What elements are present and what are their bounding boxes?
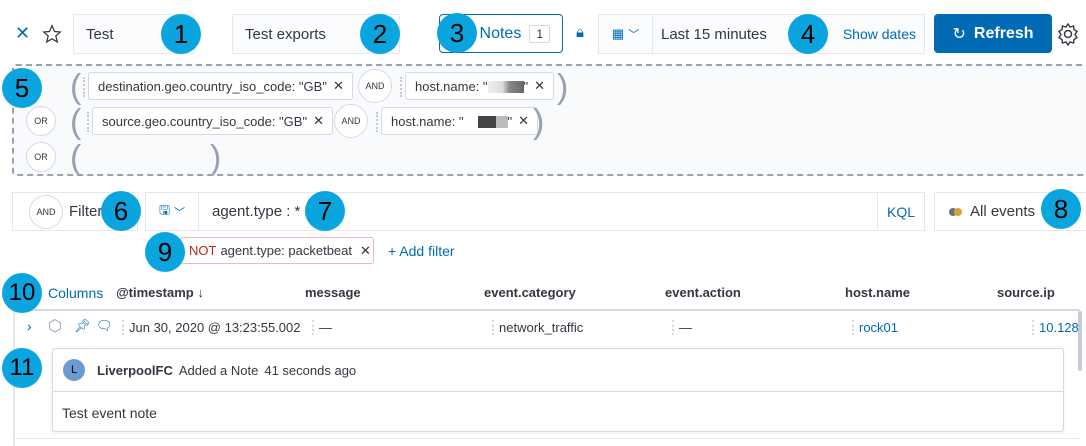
callout-4: 4 [788,14,828,54]
group-close-paren: ) [557,68,569,106]
star-icon[interactable] [42,24,62,44]
empty-group-open-paren: ( [70,139,82,177]
note-card: L LiverpoolFC Added a Note 41 seconds ag… [52,348,1064,432]
provider-pill[interactable]: source.geo.country_iso_code: "GB" ✕ [87,107,333,135]
cell-event-category: network_traffic [492,320,583,335]
note-header: L LiverpoolFC Added a Note 41 seconds ag… [53,349,1063,392]
close-icon[interactable]: ✕ [15,23,31,43]
show-dates-link[interactable]: Show dates [842,26,916,42]
close-icon[interactable]: ✕ [534,78,546,93]
expand-chevron-icon[interactable]: › [27,318,32,334]
chevron-down-icon: ﹀ [174,206,186,219]
column-header-host-name[interactable]: host.name [845,285,911,300]
cell-source-ip[interactable]: 10.128. [1032,320,1082,335]
event-type-icon [949,207,962,216]
filter-pill[interactable]: NOT agent.type: packetbeat ✕ [180,237,374,264]
event-type-label: All events [970,203,1036,220]
or-badge: OR [26,142,56,172]
group-open-paren: ( [70,103,82,141]
cell-host-name[interactable]: rock01 [852,320,898,335]
query-input[interactable]: agent.type : * [212,203,301,220]
close-icon[interactable]: ✕ [313,113,324,128]
lock-icon[interactable]: 🔒︎ [576,24,584,41]
gear-icon[interactable] [1056,22,1080,46]
group-close-paren: ) [533,103,545,141]
callout-7: 7 [305,191,345,231]
close-icon[interactable]: ✕ [360,242,371,258]
close-icon[interactable]: ✕ [518,113,530,128]
callout-6: 6 [101,191,141,231]
row-bottom-divider [14,438,1080,439]
scrollbar[interactable] [1078,311,1082,371]
save-icon: 🖫︎ [158,201,171,217]
chevron-down-icon: ﹀ [628,29,640,41]
provider-label: source.geo.country_iso_code: "GB" [102,113,308,129]
calendar-icon: ▦ [611,26,625,41]
group-open-paren: ( [70,68,82,106]
cell-timestamp: Jun 30, 2020 @ 13:23:55.002 [122,320,301,335]
empty-group-close-paren: ) [210,139,222,177]
callout-1: 1 [161,14,201,54]
avatar: L [63,359,85,381]
provider-label: destination.geo.country_iso_code: "GB" [98,78,327,94]
negate-label: NOT [189,243,217,258]
callout-8: 8 [1041,189,1081,229]
event-type-select[interactable]: All events [934,192,1086,231]
callout-10: 10 [2,273,42,313]
date-picker[interactable]: ▦﹀ Last 15 minutes Show dates [598,14,925,54]
note-body: Test event note [62,405,157,421]
close-icon[interactable]: ✕ [332,78,344,93]
column-header-event-category[interactable]: event.category [484,285,576,300]
time-range: Last 15 minutes [661,25,767,43]
quick-select-button[interactable]: ▦﹀ [599,15,653,53]
query-bar[interactable]: 🖫︎﹀ agent.type : * KQL [145,192,925,231]
or-badge: OR [26,106,56,136]
callout-9: 9 [145,232,185,272]
column-header-source-ip[interactable]: source.ip [997,285,1055,300]
and-badge: AND [334,104,368,138]
sort-descending-icon: ↓ [197,285,204,300]
note-author: LiverpoolFC [97,362,173,378]
note-action: Added a Note [178,362,259,378]
and-badge: AND [29,194,63,229]
filter-label: Filter [69,203,103,220]
kql-button[interactable]: KQL [876,193,924,230]
add-filter-link[interactable]: + Add filter [388,243,455,259]
callout-11: 11 [2,348,42,388]
saved-query-button[interactable]: 🖫︎﹀ [146,193,199,230]
title-value: Test [86,25,114,43]
refresh-icon: ↻ [952,25,966,43]
callout-2: 2 [360,14,400,54]
callout-5: 5 [2,68,42,108]
notes-count: 1 [529,24,550,43]
pin-icon[interactable]: 📌︎ [74,318,91,333]
cell-event-action: — [672,320,692,335]
filter-label: agent.type: packetbeat [220,243,352,258]
provider-pill[interactable]: destination.geo.country_iso_code: "GB" ✕ [83,72,353,100]
hexagon-icon[interactable]: ⬡ [48,318,62,335]
provider-label: host.name: "" [391,113,513,129]
callout-3: 3 [437,13,477,53]
header-divider [14,309,1080,311]
refresh-label: Refresh [973,24,1034,42]
provider-pill[interactable]: host.name: "" ✕ [399,72,555,100]
description-value: Test exports [245,25,326,43]
cell-message: — [312,320,332,335]
refresh-button[interactable]: ↻ Refresh [934,14,1052,53]
filter-operator-box: AND Filter [12,192,138,231]
comment-icon[interactable]: 🗨︎ [96,318,113,333]
column-header-event-action[interactable]: event.action [665,285,741,300]
note-time: 41 seconds ago [264,362,357,378]
column-header-message[interactable]: message [305,285,361,300]
notes-label: Notes [479,24,522,42]
column-header-timestamp[interactable]: @timestamp ↓ [116,285,204,300]
provider-label: host.name: "" [415,78,529,94]
and-badge: AND [358,69,392,103]
columns-button[interactable]: Columns [48,285,104,301]
provider-pill[interactable]: host.name: "" ✕ [375,107,539,135]
